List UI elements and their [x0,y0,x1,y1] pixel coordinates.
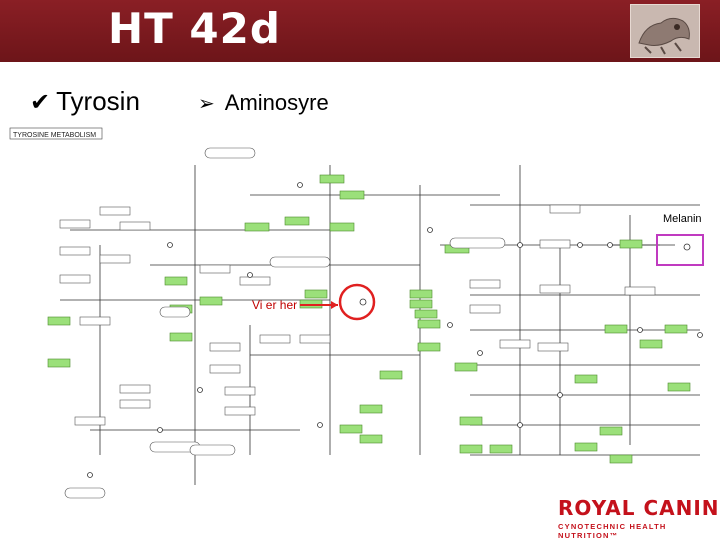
melanin-node-icon [683,243,691,251]
callout-arrowhead-icon [331,301,338,309]
pathway-svg: TYROSINE METABOLISM [9,127,704,499]
melanin-highlight-box [656,234,704,266]
header-logo-icon [630,4,700,58]
checkmark-icon: ✔ [30,89,51,116]
header-title: HT 42d [108,4,281,53]
tyrosine-highlight-circle [338,283,376,321]
bullet-aminosyre-label: Aminosyre [224,90,329,115]
bullet-tyrosin-label: Tyrosin [56,86,140,116]
brand-tagline: CYNOTECHNIC HEALTH NUTRITION™ [558,522,667,540]
bullet-tyrosin: ✔Tyrosin [30,86,140,117]
callout-label: Vi er her [252,298,298,312]
header-bar: HT 42d [0,0,720,62]
melanin-label: Melanin [663,213,702,225]
diagram-title-box [9,127,103,140]
arrow-bullet-icon: ➢ [198,93,215,115]
bullet-aminosyre: ➢ Aminosyre [198,90,329,116]
diagram-title: TYROSINE METABOLISM [13,132,96,139]
brand-logo: ROYAL CANIN [558,496,720,520]
pathway-diagram: TYROSINE METABOLISM [0,125,720,500]
